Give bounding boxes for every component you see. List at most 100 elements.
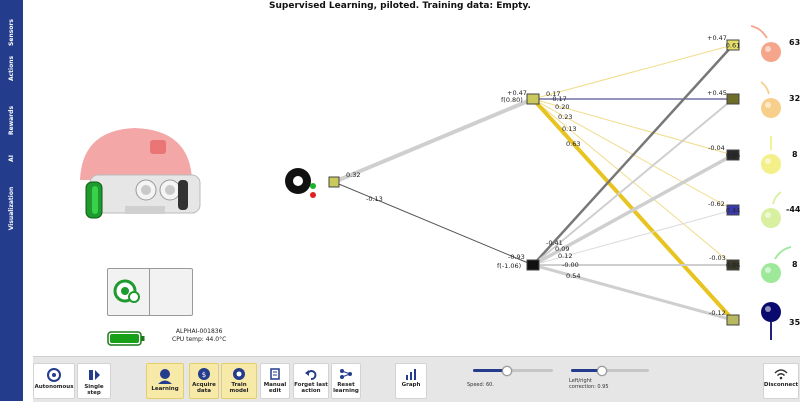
single-step-label: Single step [84, 384, 104, 396]
manual-edit-label: Manual edit [263, 382, 287, 394]
weight-label: 0.32 [346, 171, 360, 179]
output-activation: 0.61 [726, 42, 740, 50]
reset-learning-button[interactable]: Reset learning [331, 363, 361, 399]
left-right-correction-slider[interactable] [571, 369, 649, 372]
learning-button[interactable]: Learning [146, 363, 184, 399]
hidden-node [526, 93, 540, 105]
speed-slider-knob[interactable] [502, 366, 512, 376]
network-nodes [285, 25, 792, 340]
bias-label: -0.12 [709, 309, 726, 317]
activation-label: f(0.80) [501, 96, 523, 104]
battery-icon [107, 331, 145, 346]
empty-sensor-option[interactable] [149, 269, 191, 315]
left-right-correction-fill [571, 369, 603, 372]
edge [333, 97, 534, 184]
graph-button[interactable]: Graph [395, 363, 427, 399]
hidden-node [526, 259, 540, 271]
autonomous-icon [47, 368, 61, 382]
autonomous-button[interactable]: Autonomous [33, 363, 75, 399]
status-dot-red [310, 192, 316, 198]
ball-highlight [765, 212, 771, 218]
forget-last-action-button[interactable]: Forget last action [293, 363, 329, 399]
toolbar: Autonomous Single step Learning $ Acquir… [33, 356, 800, 402]
acquire-data-label: Acquire data [192, 382, 216, 394]
single-step-icon [89, 370, 100, 380]
weight-label: 0.09 [555, 245, 569, 253]
activation-label: f(-1.06) [497, 262, 521, 270]
output-node [726, 259, 740, 271]
left-right-correction-knob[interactable] [597, 366, 607, 376]
output-node [726, 93, 740, 105]
neural-network: 0.32-0.13+0.47f(0.80)-0.93f(-1.06)0.17-0… [285, 25, 792, 340]
train-model-label: Train model [229, 382, 249, 394]
action-ball [761, 302, 781, 322]
bias-label: +0.47 [707, 34, 727, 42]
single-step-button[interactable]: Single step [77, 363, 111, 399]
forget-last-action-label: Forget last action [294, 382, 328, 394]
action-value: 8 [792, 150, 798, 159]
page-title: Supervised Learning, piloted. Training d… [269, 1, 531, 11]
graph-label: Graph [401, 382, 421, 388]
speed-slider[interactable] [473, 369, 553, 372]
weight-label: -0.41 [546, 239, 563, 247]
action-value: 32 [789, 94, 800, 103]
ball-highlight [765, 46, 771, 52]
output-activation: 0.44 [726, 207, 740, 215]
undo-icon [305, 370, 317, 380]
edge [532, 44, 734, 100]
weight-label: 0.12 [558, 252, 572, 260]
acquire-data-button[interactable]: $ Acquire data [189, 363, 219, 399]
edge [532, 98, 734, 266]
bias-label: -0.62 [708, 200, 725, 208]
network-edges [333, 44, 735, 322]
weight-label: -0.00 [562, 261, 579, 269]
wheel-hub [291, 174, 305, 188]
weight-label: 0.17 [546, 90, 560, 98]
ball-highlight [765, 267, 771, 273]
edge [532, 153, 734, 267]
manual-edit-button[interactable]: Manual edit [260, 363, 290, 399]
learning-brain-icon [158, 369, 172, 384]
weight-label: 0.63 [566, 140, 580, 148]
action-value: -44 [786, 205, 800, 214]
acquire-data-icon: $ [198, 368, 210, 380]
svg-text:$: $ [202, 371, 206, 379]
weight-label: 0.54 [566, 272, 580, 280]
action-arrow-icon [760, 81, 770, 95]
bias-label: -0.03 [709, 254, 726, 262]
action-value: 63 [789, 38, 800, 47]
network-labels: 0.32-0.13+0.47f(0.80)-0.93f(-1.06)0.17-0… [346, 34, 740, 317]
learning-label: Learning [151, 386, 179, 392]
action-arrow-icon [750, 25, 768, 39]
action-ball [761, 98, 781, 118]
train-model-icon [233, 368, 245, 380]
bias-label: -0.04 [708, 144, 725, 152]
disconnect-button[interactable]: Disconnect [763, 363, 799, 399]
output-node [726, 39, 740, 51]
action-value: 35 [789, 318, 800, 327]
sidebar: Sensors Actions Rewards AI Visualization [0, 0, 23, 401]
action-ball [761, 263, 781, 283]
output-node [726, 204, 740, 216]
output-node [726, 314, 740, 326]
wheel-sensor-option[interactable] [108, 269, 149, 315]
reset-learning-label: Reset learning [333, 382, 359, 394]
wifi-icon [774, 369, 788, 380]
weight-label: 0.13 [562, 125, 576, 133]
reset-network-icon [340, 369, 352, 379]
action-ball [761, 154, 781, 174]
output-activation: 0.86 [726, 262, 740, 270]
action-ball [761, 42, 781, 62]
output-node [726, 149, 740, 161]
bias-label: +0.47 [507, 89, 527, 97]
train-model-button[interactable]: Train model [221, 363, 257, 399]
output-activation: 0.86 [726, 152, 740, 160]
sensor-mode-selector [107, 268, 193, 316]
bias-label: -0.93 [508, 253, 525, 261]
cpu-temperature: CPU temp: 44.0°C [172, 336, 227, 343]
ball-highlight [765, 306, 771, 312]
robot-image [80, 128, 201, 219]
weight-label: -0.17 [550, 95, 567, 103]
edge [532, 263, 734, 322]
action-ball [761, 208, 781, 228]
